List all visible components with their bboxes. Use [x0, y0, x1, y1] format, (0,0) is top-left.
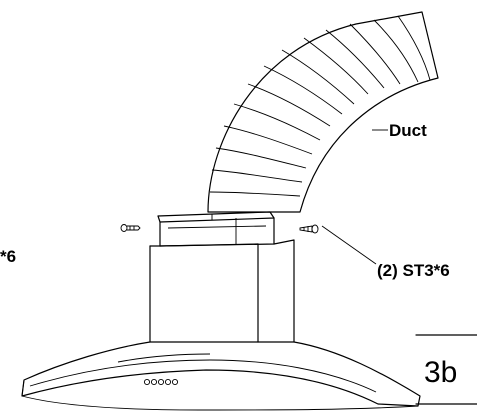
- hood-canopy: [21, 341, 421, 411]
- step-number: 3b: [424, 356, 457, 389]
- duct-outline: [207, 11, 439, 213]
- duct-ribs: [209, 15, 431, 197]
- control-panel: [143, 378, 179, 386]
- screws-label-left-partial: *6: [0, 247, 16, 266]
- control-button-icon: [171, 378, 179, 386]
- control-button-icon: [164, 378, 172, 386]
- control-button-icon: [157, 378, 165, 386]
- screw-right: [299, 224, 377, 265]
- step-frame: [415, 334, 477, 405]
- control-button-icon: [143, 378, 151, 386]
- screw-left: [120, 224, 141, 232]
- chimney: [149, 239, 295, 343]
- control-button-icon: [150, 378, 158, 386]
- screw-leader-line: [321, 225, 377, 265]
- motor-housing: [157, 211, 275, 247]
- duct: [207, 11, 439, 213]
- screws-label: (2) ST3*6: [377, 261, 450, 280]
- duct-label: Duct: [389, 121, 427, 140]
